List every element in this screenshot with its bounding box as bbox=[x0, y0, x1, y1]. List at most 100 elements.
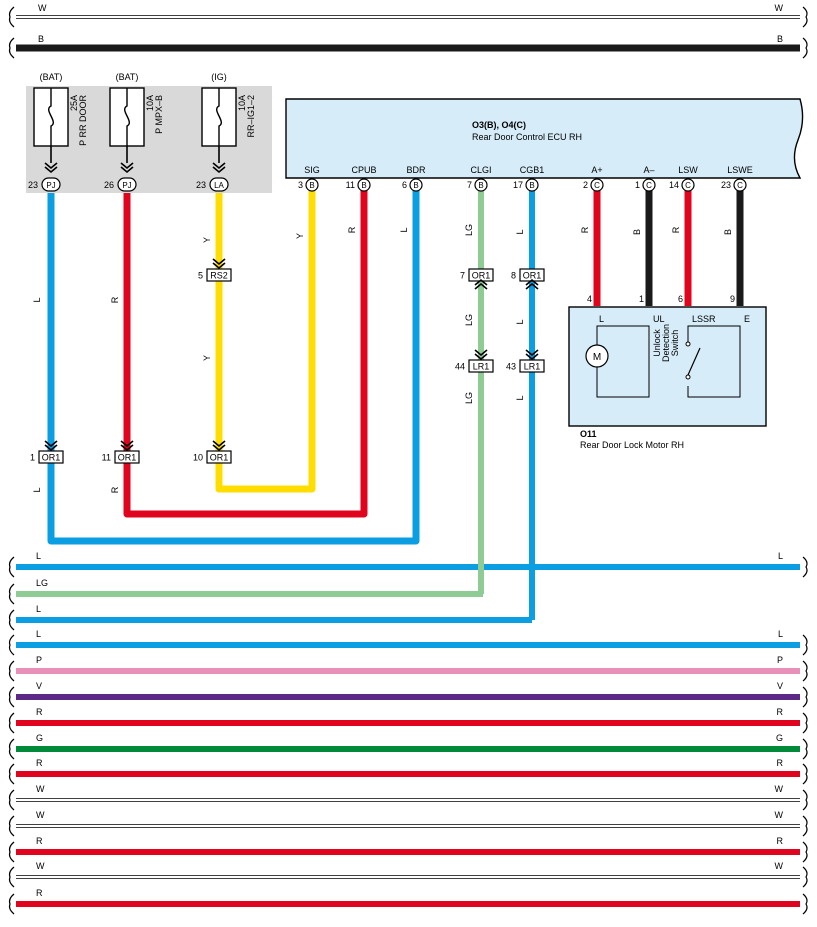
wire-color-label: Y bbox=[202, 237, 212, 243]
connector-or1-pin: 8 bbox=[511, 271, 516, 281]
connector-lr1-pin: 44 bbox=[455, 362, 465, 372]
connector-or1-id: OR1 bbox=[523, 271, 542, 281]
connector-rs2-chevron bbox=[212, 262, 226, 270]
ecu-terminal-circle bbox=[409, 178, 423, 192]
wire-color-label: R bbox=[347, 226, 357, 233]
top-bus-label-left: B bbox=[38, 34, 44, 44]
ecu-terminal-circle bbox=[642, 178, 656, 192]
bus-brace-left bbox=[8, 738, 15, 760]
fuse-conn-circle bbox=[209, 177, 229, 192]
switch-label: Switch bbox=[670, 330, 680, 357]
switch-contact bbox=[685, 341, 691, 347]
connector-or1-id: OR1 bbox=[118, 453, 137, 463]
wire-color-label: L bbox=[32, 297, 42, 302]
connector-or1-chevron bbox=[44, 440, 58, 448]
connector-or1-id: OR1 bbox=[210, 453, 229, 463]
bus-brace-left bbox=[8, 583, 15, 605]
ecu-terminal-conn: B bbox=[529, 181, 534, 190]
ecu-terminal-conn: B bbox=[361, 181, 366, 190]
fuse-conn: PJ bbox=[122, 181, 131, 190]
fuse-name: P MPX–B bbox=[154, 95, 164, 134]
motor-terminal: L bbox=[599, 314, 604, 324]
fuse-chevron bbox=[44, 162, 58, 170]
ecu-terminal-circle bbox=[681, 178, 695, 192]
fuse-conn-circle bbox=[117, 177, 137, 192]
ecu-terminal-conn: C bbox=[646, 181, 652, 190]
ecu-terminal-name: A– bbox=[643, 165, 654, 175]
motor-pin: 4 bbox=[587, 294, 592, 304]
ecu-name: Rear Door Control ECU RH bbox=[472, 132, 582, 142]
wire-l-bdr bbox=[47, 185, 420, 545]
bus-brace-left bbox=[8, 789, 15, 811]
connector-or1-chevron bbox=[474, 278, 488, 286]
wire-layer bbox=[16, 15, 800, 907]
motor-name: Rear Door Lock Motor RH bbox=[580, 440, 684, 450]
connector-rs2-chevron bbox=[212, 258, 226, 266]
wire-color-label: L bbox=[515, 395, 525, 400]
bus-brace-left bbox=[8, 893, 15, 915]
fuse-name: RR–IG1–2 bbox=[246, 95, 256, 138]
fuse-pin: 23 bbox=[28, 180, 38, 190]
wire-color-label: LG bbox=[464, 314, 474, 326]
connector-or1-pin: 7 bbox=[460, 271, 465, 281]
fuse-source: (BAT) bbox=[116, 72, 139, 82]
bottom-bus-label-right: G bbox=[776, 733, 783, 743]
ecu-terminal-pin: 17 bbox=[513, 180, 523, 190]
bottom-bus-label-right: R bbox=[777, 836, 784, 846]
fuse-source: (IG) bbox=[211, 72, 227, 82]
bottom-bus-label-right: V bbox=[777, 681, 783, 691]
wire-color-label: R bbox=[671, 226, 681, 233]
motor-ref: O11 bbox=[580, 429, 597, 439]
bottom-bus-label-right: P bbox=[777, 655, 783, 665]
fuse-chevron bbox=[120, 162, 134, 170]
bus-brace-left bbox=[8, 37, 15, 59]
wire-color-label: Y bbox=[202, 355, 212, 361]
bus-brace-left bbox=[8, 660, 15, 682]
motor-terminal: LSSR bbox=[692, 314, 716, 324]
connector-or1-chevron bbox=[212, 440, 226, 448]
wire-color-label: LG bbox=[464, 392, 474, 404]
bus-brace-right bbox=[802, 815, 808, 837]
connector-or1-chevron bbox=[44, 444, 58, 452]
connector-or1-pin: 10 bbox=[193, 453, 203, 463]
fuse-amp: 25A bbox=[69, 95, 79, 111]
connector-or1-pin: 11 bbox=[102, 453, 111, 463]
bus-brace-right bbox=[802, 6, 808, 28]
bottom-bus-label-left: R bbox=[36, 836, 43, 846]
fuse-name: P RR DOOR bbox=[78, 95, 88, 146]
wire-y-sig bbox=[215, 185, 316, 493]
switch-label: Unlock bbox=[652, 329, 662, 357]
wire-color-label: R bbox=[110, 296, 120, 303]
top-bus-label-left: W bbox=[38, 3, 47, 13]
motor-pin: 9 bbox=[730, 294, 735, 304]
bus-brace-left bbox=[8, 686, 15, 708]
connector-lr1-id: LR1 bbox=[524, 362, 541, 372]
ecu-terminal-circle bbox=[525, 178, 539, 192]
ecu-terminal-pin: 7 bbox=[467, 180, 472, 190]
ecu-terminal-pin: 6 bbox=[402, 180, 407, 190]
connector-or1-chevron bbox=[474, 282, 488, 290]
ecu-terminal-conn: C bbox=[594, 181, 600, 190]
wire-color-label: B bbox=[723, 229, 733, 235]
wire-color-label: R bbox=[580, 226, 590, 233]
ecu-terminal-name: LSWE bbox=[727, 165, 753, 175]
bus-brace-right bbox=[802, 841, 808, 863]
ecu-terminal-pin: 23 bbox=[721, 180, 731, 190]
bus-brace-right bbox=[802, 712, 808, 734]
bottom-bus-label-left: R bbox=[36, 758, 43, 768]
connector-lr1-chevron bbox=[525, 349, 539, 357]
motor-terminal: E bbox=[744, 314, 750, 324]
connector-lr1-chevron bbox=[474, 353, 488, 361]
ecu-terminal-pin: 3 bbox=[298, 180, 303, 190]
ecu-terminal-circle bbox=[474, 178, 488, 192]
bottom-bus-label-right: W bbox=[775, 784, 784, 794]
bus-brace-right bbox=[802, 763, 808, 785]
connector-rs2-id: RS2 bbox=[210, 271, 228, 281]
ecu-terminal-circle bbox=[305, 178, 319, 192]
connector-lr1-pin: 43 bbox=[506, 362, 516, 372]
bottom-bus-label-right: R bbox=[777, 707, 784, 717]
bus-brace-left bbox=[8, 556, 15, 578]
